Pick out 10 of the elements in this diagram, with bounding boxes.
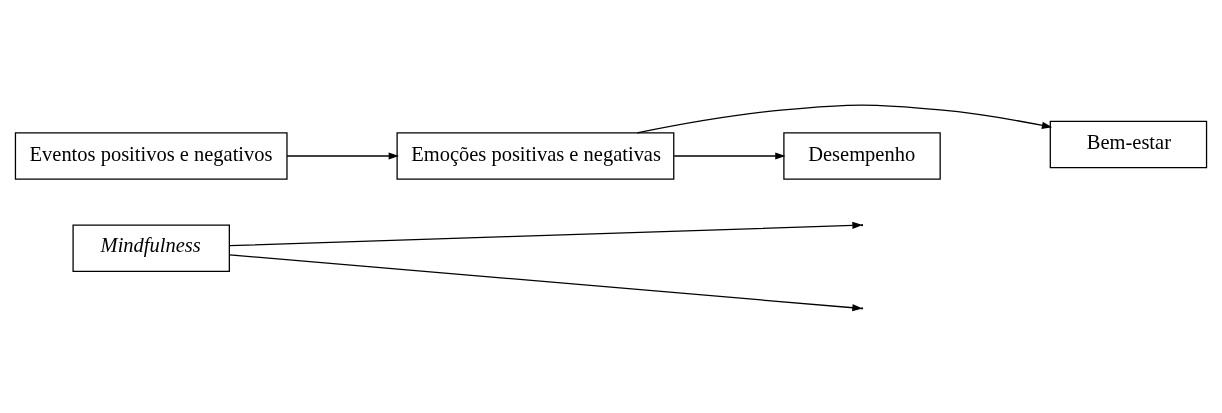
arrow [636, 104, 1053, 134]
arrow [286, 151, 399, 160]
node-box: Mindfulness [72, 224, 230, 272]
node-box: Eventos positivos e negativos [14, 131, 288, 180]
node-box: Bem-estar [1049, 120, 1208, 168]
node-box: Desempenho [783, 131, 941, 180]
arrow [229, 253, 863, 311]
arrow [673, 151, 786, 160]
node-box: Emoções positivas e negativas [396, 131, 675, 180]
arrow [229, 221, 863, 246]
